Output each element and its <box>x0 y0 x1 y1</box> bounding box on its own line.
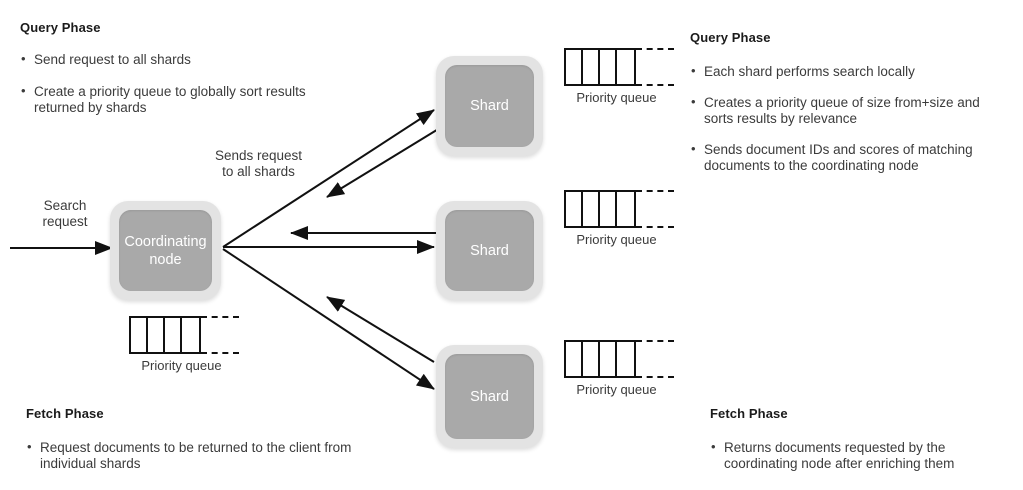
bullet-item: Sends document IDs and scores of matchin… <box>690 141 1000 174</box>
priority-queue-cells <box>564 340 636 378</box>
priority-queue-caption: Priority queue <box>576 382 657 397</box>
left-fetch-phase-title: Fetch Phase <box>26 406 104 421</box>
priority-queue-dashed-extension <box>636 190 674 228</box>
arrow-shard-1-to-hub <box>326 127 441 198</box>
left-fetch-phase-bullets: Request documents to be returned to the … <box>26 439 356 472</box>
priority-queue-cell <box>165 318 182 352</box>
shard-node-1-body: Shard <box>445 65 534 147</box>
edge-label-sends-request: Sends request to all shards <box>214 148 303 179</box>
priority-queue-cells-row <box>129 316 239 354</box>
arrow-shard-3-to-hub <box>326 296 435 363</box>
priority-queue-cells-row <box>564 190 674 228</box>
priority-queue-dashed-extension <box>201 316 239 354</box>
priority-queue-cells-row <box>564 48 674 86</box>
priority-queue-cell <box>600 50 617 84</box>
priority-queue-cell <box>617 342 634 376</box>
bullet-item: Send request to all shards <box>20 51 310 68</box>
priority-queue-cell <box>182 318 199 352</box>
shard-node-3[interactable]: Shard <box>436 345 543 448</box>
priority-queue-cell <box>617 192 634 226</box>
coordinating-node[interactable]: Coordinating node <box>110 201 221 300</box>
bullet-item: Creates a priority queue of size from+si… <box>690 94 1000 127</box>
left-query-phase-title: Query Phase <box>20 20 101 35</box>
shard-node-2-body: Shard <box>445 210 534 291</box>
shard-node-1-label: Shard <box>470 98 509 114</box>
priority-queue-cells-row <box>564 340 674 378</box>
shard-node-3-body: Shard <box>445 354 534 439</box>
priority-queue-cell <box>600 192 617 226</box>
priority-queue-shard-3: Priority queue <box>564 340 674 398</box>
priority-queue-cells <box>129 316 201 354</box>
priority-queue-cells <box>564 190 636 228</box>
right-fetch-phase-bullets: Returns documents requested by the coord… <box>710 439 1010 472</box>
priority-queue-dashed-extension <box>636 340 674 378</box>
priority-queue-caption: Priority queue <box>576 90 657 105</box>
right-fetch-phase-title: Fetch Phase <box>710 406 788 421</box>
priority-queue-cell <box>148 318 165 352</box>
priority-queue-cell <box>583 192 600 226</box>
coordinating-node-body: Coordinating node <box>119 210 212 291</box>
priority-queue-cell <box>566 50 583 84</box>
priority-queue-dashed-extension <box>636 48 674 86</box>
shard-node-3-label: Shard <box>470 388 509 405</box>
shard-node-2-label: Shard <box>470 242 509 259</box>
bullet-item: Returns documents requested by the coord… <box>710 439 1010 472</box>
shard-node-1[interactable]: Shard <box>436 56 543 156</box>
priority-queue-coordinating-node: Priority queue <box>129 316 239 374</box>
priority-queue-cell <box>566 192 583 226</box>
coordinating-node-label: Coordinating node <box>124 233 207 268</box>
bullet-item: Each shard performs search locally <box>690 63 1000 80</box>
priority-queue-cell <box>566 342 583 376</box>
priority-queue-shard-1: Priority queue <box>564 48 674 106</box>
priority-queue-cell <box>600 342 617 376</box>
priority-queue-cells <box>564 48 636 86</box>
bullet-item: Request documents to be returned to the … <box>26 439 356 472</box>
shard-node-2[interactable]: Shard <box>436 201 543 300</box>
priority-queue-caption: Priority queue <box>576 232 657 247</box>
right-query-phase-title: Query Phase <box>690 30 771 45</box>
priority-queue-cell <box>583 342 600 376</box>
priority-queue-cell <box>131 318 148 352</box>
priority-queue-cell <box>617 50 634 84</box>
bullet-item: Create a priority queue to globally sort… <box>20 83 310 116</box>
priority-queue-cell <box>583 50 600 84</box>
priority-queue-shard-2: Priority queue <box>564 190 674 248</box>
edge-label-search-request: Search request <box>42 198 88 229</box>
arrow-hub-to-shard-3 <box>222 248 435 390</box>
left-query-phase-bullets: Send request to all shards Create a prio… <box>20 51 310 116</box>
right-query-phase-bullets: Each shard performs search locally Creat… <box>690 63 1000 174</box>
priority-queue-caption: Priority queue <box>141 358 222 373</box>
